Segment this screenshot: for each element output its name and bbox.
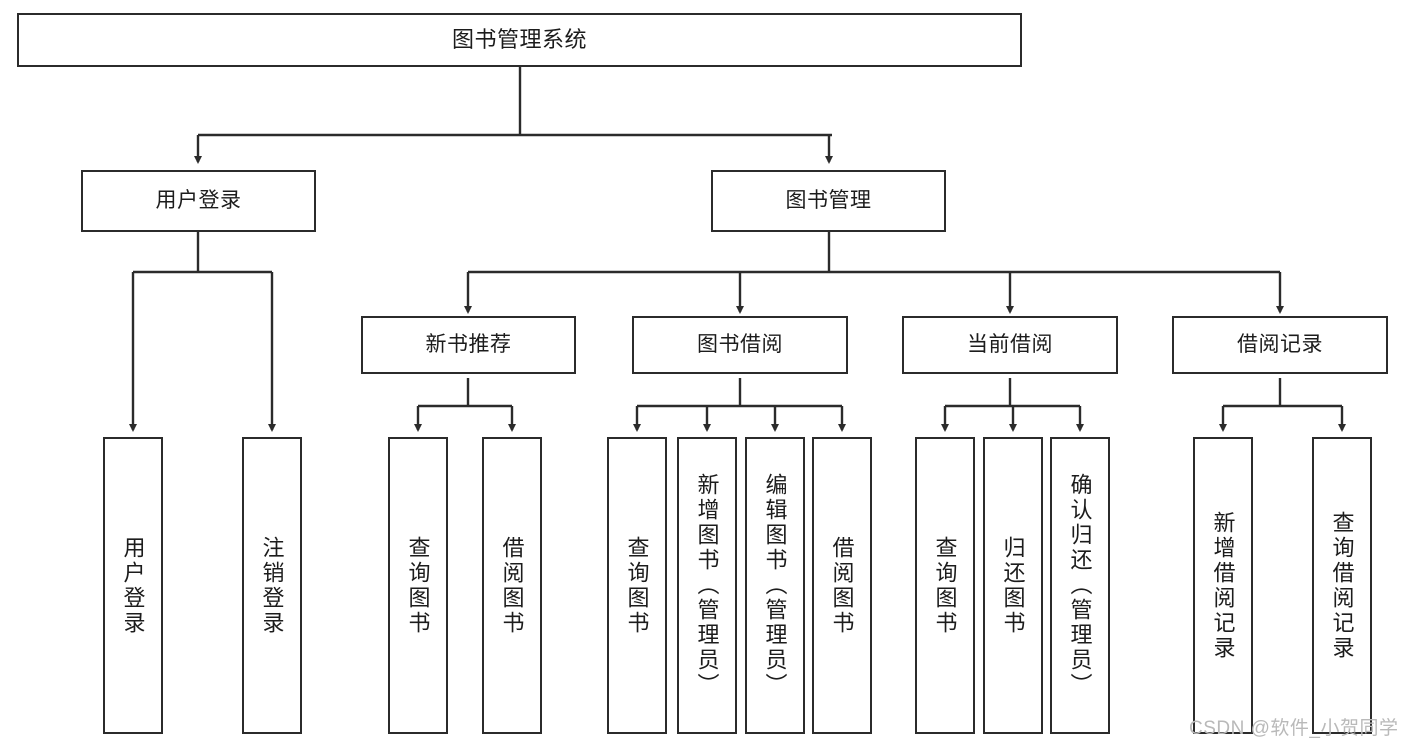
node-label: 查询借阅记录 (1329, 510, 1355, 661)
leaf-return-book[interactable]: 归还图书 (983, 437, 1043, 734)
node-label: 编辑图书（管理员） (762, 473, 788, 698)
leaf-edit-book-admin[interactable]: 编辑图书（管理员） (745, 437, 805, 734)
node-label: 查询图书 (405, 535, 431, 636)
leaf-query-borrow-record[interactable]: 查询借阅记录 (1312, 437, 1372, 734)
node-book-borrow[interactable]: 图书借阅 (632, 316, 848, 374)
node-label: 查询图书 (932, 535, 958, 636)
leaf-user-login[interactable]: 用户登录 (103, 437, 163, 734)
node-label: 归还图书 (1000, 535, 1026, 636)
node-user-login[interactable]: 用户登录 (81, 170, 316, 232)
node-root-system[interactable]: 图书管理系统 (17, 13, 1022, 67)
leaf-borrow-book-recommend[interactable]: 借阅图书 (482, 437, 542, 734)
node-label: 图书借阅 (697, 332, 783, 356)
leaf-confirm-return-admin[interactable]: 确认归还（管理员） (1050, 437, 1110, 734)
node-label: 查询图书 (624, 535, 650, 636)
node-label: 借阅记录 (1237, 332, 1323, 356)
leaf-borrow-book[interactable]: 借阅图书 (812, 437, 872, 734)
node-label: 借阅图书 (829, 535, 855, 636)
node-label: 图书管理系统 (451, 27, 587, 53)
leaf-query-book-recommend[interactable]: 查询图书 (388, 437, 448, 734)
leaf-logout[interactable]: 注销登录 (242, 437, 302, 734)
node-label: 确认归还（管理员） (1067, 473, 1093, 698)
node-label: 用户登录 (120, 535, 146, 636)
node-book-management[interactable]: 图书管理 (711, 170, 946, 232)
node-label: 新书推荐 (425, 332, 512, 356)
node-label: 当前借阅 (967, 332, 1053, 356)
leaf-query-book-borrow[interactable]: 查询图书 (607, 437, 667, 734)
leaf-add-borrow-record[interactable]: 新增借阅记录 (1193, 437, 1253, 734)
node-label: 新增图书（管理员） (694, 473, 720, 698)
node-new-book-recommend[interactable]: 新书推荐 (361, 316, 576, 374)
leaf-add-book-admin[interactable]: 新增图书（管理员） (677, 437, 737, 734)
node-label: 借阅图书 (499, 535, 525, 636)
node-label: 图书管理 (785, 188, 872, 212)
leaf-query-book-current[interactable]: 查询图书 (915, 437, 975, 734)
node-label: 用户登录 (155, 188, 242, 212)
node-label: 注销登录 (259, 535, 285, 636)
watermark: CSDN @软件_小贺同学 (1189, 718, 1399, 739)
node-borrow-records[interactable]: 借阅记录 (1172, 316, 1388, 374)
node-current-borrow[interactable]: 当前借阅 (902, 316, 1118, 374)
node-label: 新增借阅记录 (1210, 510, 1236, 661)
